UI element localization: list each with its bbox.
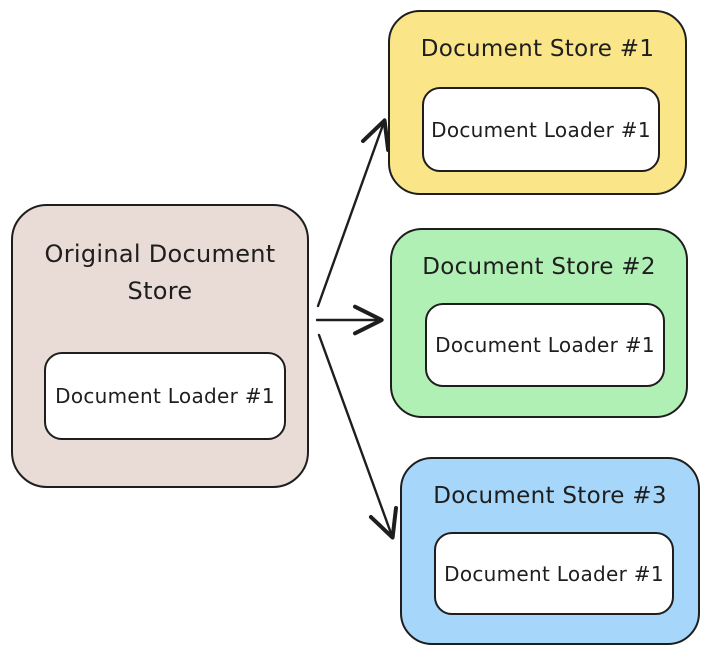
- node-title: Document Store #1: [420, 36, 655, 62]
- node-document-store-2: Document Store #2 Document Loader #1: [390, 228, 688, 418]
- loader-box: Document Loader #1: [422, 87, 660, 172]
- node-document-store-1: Document Store #1 Document Loader #1: [388, 10, 687, 195]
- loader-label: Document Loader #1: [431, 117, 651, 142]
- node-title: Original Document Store: [44, 240, 276, 305]
- loader-label: Document Loader #1: [444, 561, 664, 586]
- arrow-original-to-store-1: [316, 118, 391, 308]
- node-original-document-store: Original Document Store Document Loader …: [11, 204, 309, 488]
- arrow-original-to-store-3: [317, 333, 398, 540]
- loader-box: Document Loader #1: [425, 303, 665, 387]
- node-title: Document Store #3: [433, 483, 667, 509]
- loader-box: Document Loader #1: [44, 352, 286, 440]
- node-document-store-3: Document Store #3 Document Loader #1: [400, 457, 700, 645]
- node-title: Document Store #2: [422, 254, 656, 280]
- loader-box: Document Loader #1: [434, 532, 674, 615]
- loader-label: Document Loader #1: [55, 384, 275, 408]
- loader-label: Document Loader #1: [435, 333, 655, 357]
